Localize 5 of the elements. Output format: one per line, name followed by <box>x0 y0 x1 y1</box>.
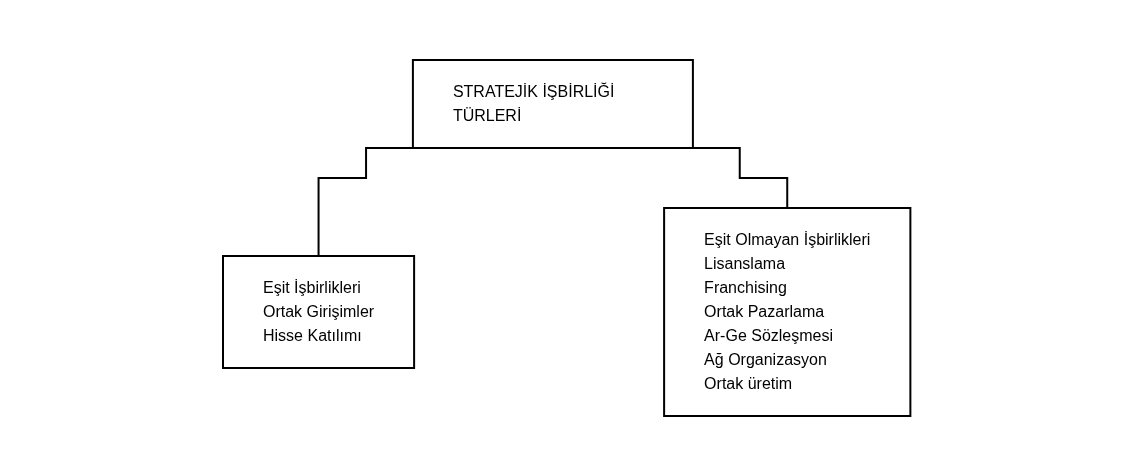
node-box: STRATEJİK İŞBİRLİĞİ TÜRLERİ <box>412 58 695 149</box>
node-box: Eşit Olmayan İşbirlikleri Lisanslama Franchising Ortak Pazarlama Ar-Ge Sözleşmesi Ağ Organizasyon Ortak üretim <box>663 206 912 417</box>
node-box: Eşit İşbirlikleri Ortak Girişimler Hisse Katılımı <box>222 254 416 369</box>
connector <box>691 146 789 209</box>
connector <box>317 146 415 257</box>
